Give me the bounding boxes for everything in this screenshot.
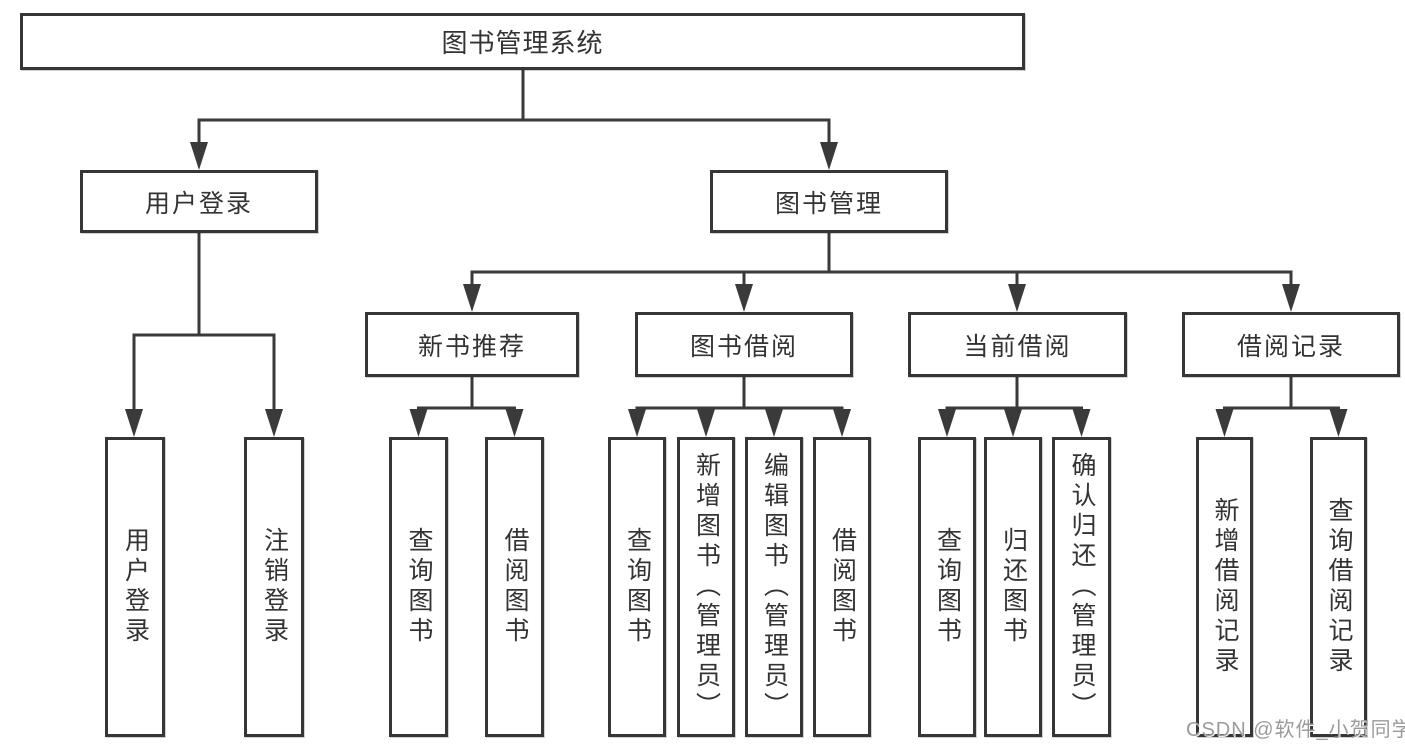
node-label: 当前借阅 [963,332,1072,361]
node-label: 注销登录 [260,527,289,647]
leaf-confirm-return-admin: 确认归还（管理员） [1052,437,1111,737]
node-borrowing-records: 借阅记录 [1182,312,1400,377]
leaf-add-books-admin: 新增图书（管理员） [677,437,735,737]
leaf-borrow-books: 借阅图书 [813,437,871,737]
csdn-watermark: CSDN @软件_小贺同学 [1186,719,1405,741]
node-label: 用户登录 [121,527,150,647]
leaf-user-login: 用户登录 [105,437,165,737]
leaf-return-books: 归还图书 [984,437,1042,737]
node-label: 查询图书 [623,527,652,647]
leaf-current-query-books: 查询图书 [918,437,976,737]
node-user-login: 用户登录 [80,170,318,233]
node-label: 新增借阅记录 [1211,497,1239,677]
node-book-borrowing: 图书借阅 [635,312,853,377]
node-label: 确认归还（管理员） [1068,452,1096,722]
node-label: 图书管理系统 [441,28,604,58]
leaf-recommend-borrow-books: 借阅图书 [485,437,544,737]
node-library-management-system: 图书管理系统 [20,13,1025,70]
node-label: 图书管理 [774,189,883,218]
arrowheads [125,142,1348,437]
node-label: 查询图书 [405,527,433,647]
node-label: 图书借阅 [689,332,798,361]
leaf-query-borrow-record: 查询借阅记录 [1310,437,1367,737]
node-label: 借阅记录 [1236,332,1345,361]
leaf-edit-books-admin: 编辑图书（管理员） [745,437,803,737]
node-label: 用户登录 [144,189,253,218]
node-label: 归还图书 [999,527,1028,647]
node-label: 新书推荐 [417,332,526,361]
leaf-logout: 注销登录 [244,437,304,737]
node-label: 查询借阅记录 [1325,497,1353,677]
node-label: 编辑图书（管理员） [760,452,789,722]
node-new-book-recommend: 新书推荐 [365,312,579,377]
node-label: 借阅图书 [828,527,857,647]
leaf-borrowing-query-books: 查询图书 [608,437,666,737]
leaf-recommend-query-books: 查询图书 [389,437,448,737]
node-current-borrowing: 当前借阅 [908,312,1127,377]
leaf-add-borrow-record: 新增借阅记录 [1196,437,1253,737]
node-label: 查询图书 [933,527,962,647]
node-book-management: 图书管理 [710,170,948,233]
node-label: 新增图书（管理员） [692,452,721,722]
node-label: 借阅图书 [501,527,529,647]
